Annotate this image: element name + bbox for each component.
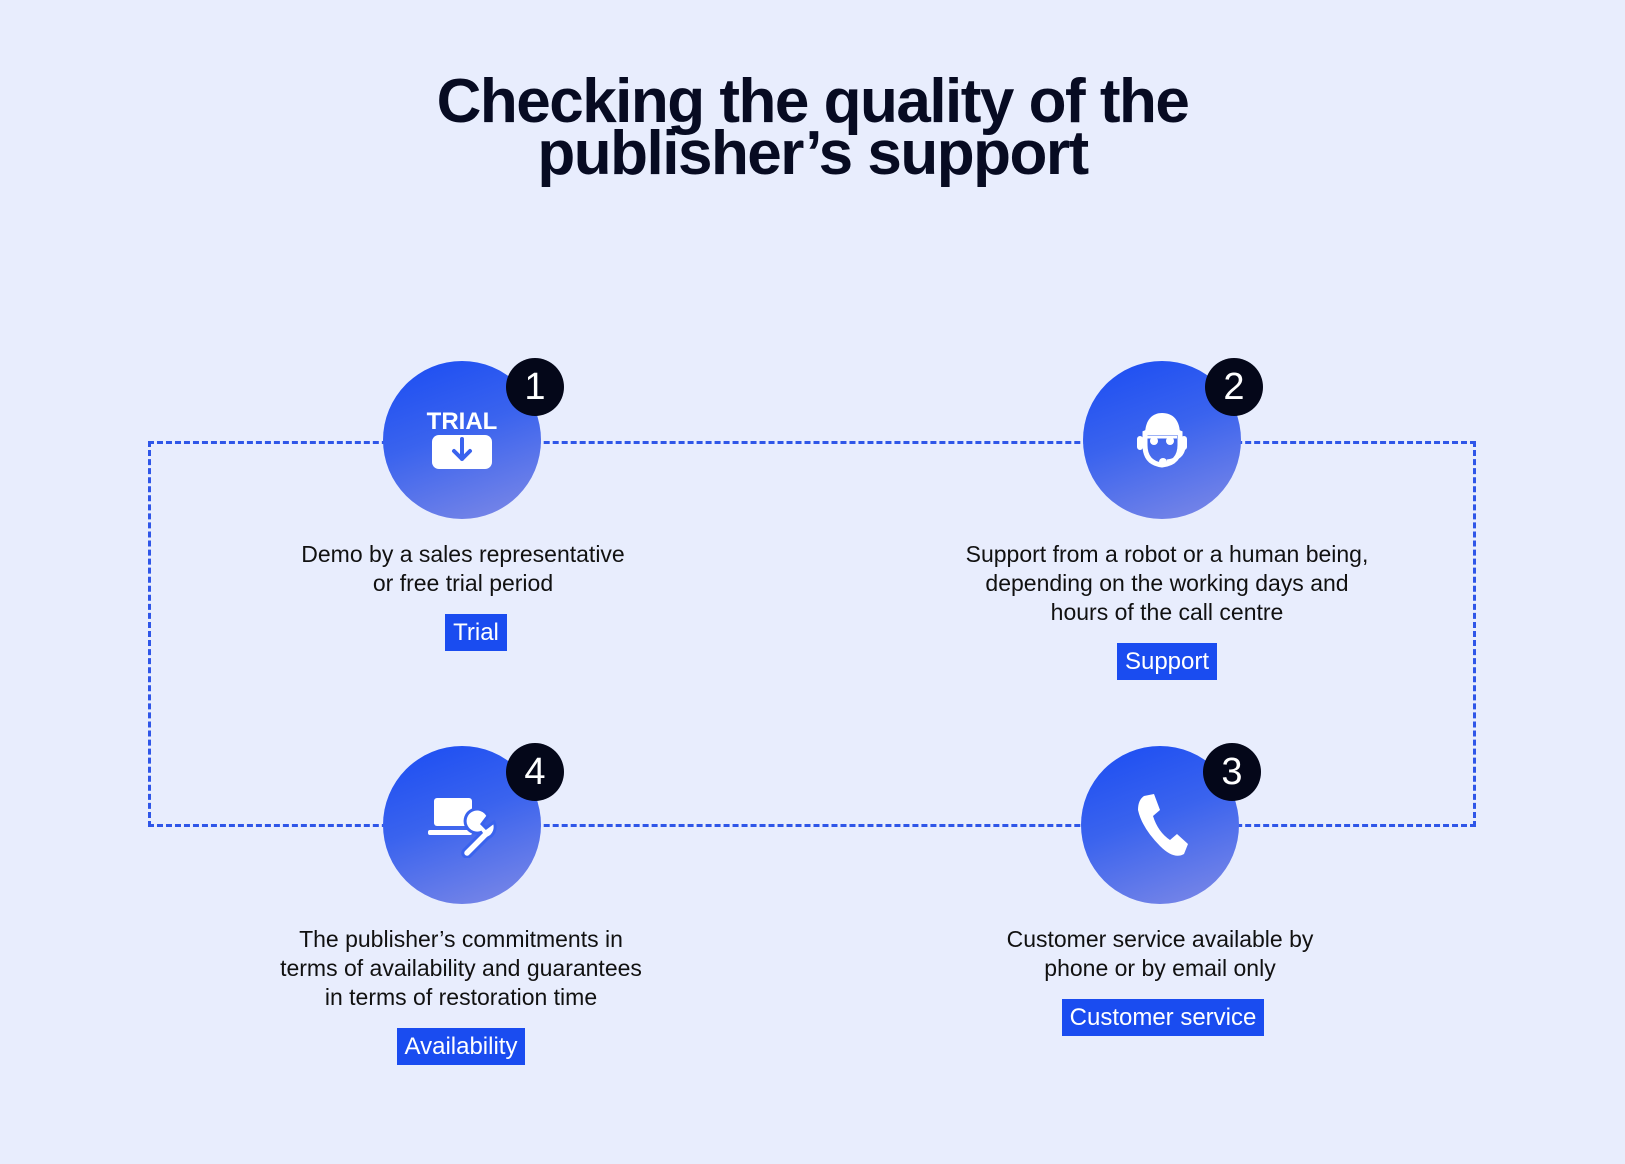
step-2: Support from a robot or a human being, d… (947, 540, 1387, 680)
desc-line: Support from a robot or a human being, (965, 541, 1369, 567)
desc-line: The publisher’s commitments in (299, 926, 623, 952)
svg-text:TRIAL: TRIAL (427, 408, 498, 435)
trial-download-icon: TRIAL (427, 408, 498, 469)
desc-line: Customer service available by (1006, 926, 1314, 952)
title-line-1: Checking the quality of the (436, 67, 1190, 136)
desc-line: in terms of restoration time (324, 984, 598, 1010)
step-2-description: Support from a robot or a human being, d… (947, 540, 1387, 627)
desc-line: Demo by a sales representative (301, 541, 625, 567)
step-1-badge: 1 (506, 358, 564, 416)
desc-line: or free trial period (372, 570, 554, 596)
step-2-badge: 2 (1205, 358, 1263, 416)
step-3: Customer service available by phone or b… (940, 925, 1380, 1036)
laptop-wrench-icon (428, 798, 497, 858)
step-1-tag: Trial (445, 614, 507, 651)
desc-line: depending on the working days and (985, 570, 1349, 596)
phone-icon (1138, 794, 1188, 856)
step-2-tag: Support (1116, 643, 1218, 680)
desc-line: hours of the call centre (1050, 599, 1284, 625)
step-1: Demo by a sales representative or free t… (243, 540, 683, 651)
step-3-badge: 3 (1203, 743, 1261, 801)
desc-line: terms of availability and guarantees (280, 955, 642, 981)
step-1-description: Demo by a sales representative or free t… (243, 540, 683, 598)
title-line-2: publisher’s support (537, 119, 1089, 188)
support-agent-headset-icon (1137, 413, 1187, 468)
desc-line: phone or by email only (1044, 955, 1276, 981)
dashed-connector-frame (148, 441, 1476, 827)
page-title: Checking the quality of the publisher’s … (0, 67, 1625, 188)
step-3-tag: Customer service (1061, 999, 1265, 1036)
step-4: The publisher’s commitments in terms of … (241, 925, 681, 1065)
step-3-description: Customer service available by phone or b… (940, 925, 1380, 983)
step-4-description: The publisher’s commitments in terms of … (241, 925, 681, 1012)
step-4-badge: 4 (506, 743, 564, 801)
step-4-tag: Availability (396, 1028, 526, 1065)
